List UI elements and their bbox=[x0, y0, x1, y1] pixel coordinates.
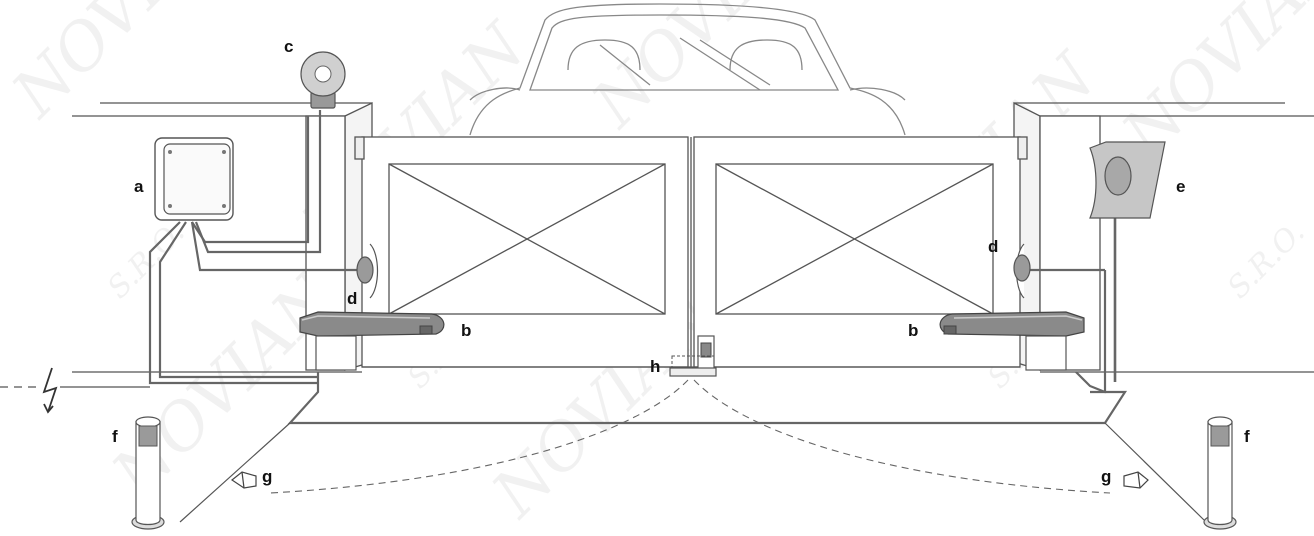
label-a: a bbox=[134, 177, 144, 196]
label-e: e bbox=[1176, 177, 1185, 196]
photocell-right bbox=[1013, 243, 1031, 299]
post-cables bbox=[179, 422, 1205, 523]
watermark-suffix: S.R.O. bbox=[101, 215, 192, 306]
photocell-left bbox=[356, 243, 379, 299]
gate-swing-arcs bbox=[269, 379, 1111, 494]
lightning-icon bbox=[42, 367, 58, 414]
label-b-right: b bbox=[908, 321, 918, 340]
flashing-lamp bbox=[300, 51, 346, 109]
central-stop bbox=[669, 335, 717, 377]
watermark-text: NOVIAN bbox=[0, 0, 251, 133]
key-selector bbox=[1089, 141, 1166, 219]
watermark-text: NOVIAN bbox=[578, 0, 832, 143]
label-f-left: f bbox=[112, 427, 118, 446]
watermark-suffix: S.R.O. bbox=[1221, 215, 1312, 306]
car bbox=[469, 3, 906, 136]
post-photocell-left bbox=[131, 416, 165, 530]
gate-motor-left bbox=[299, 311, 445, 371]
label-h: h bbox=[650, 357, 660, 376]
ground bbox=[72, 366, 1314, 373]
gate-motor-right bbox=[939, 311, 1085, 371]
floor-stop-left bbox=[230, 471, 257, 489]
label-c: c bbox=[284, 37, 293, 56]
label-b-left: b bbox=[461, 321, 471, 340]
post-photocell-right bbox=[1203, 416, 1237, 530]
control-unit bbox=[154, 137, 234, 221]
label-f-right: f bbox=[1244, 427, 1250, 446]
label-g-left: g bbox=[262, 467, 272, 486]
label-d-right: d bbox=[988, 237, 998, 256]
label-g-right: g bbox=[1101, 467, 1111, 486]
ground-trench bbox=[287, 371, 1128, 425]
label-d-left: d bbox=[347, 289, 357, 308]
floor-stop-right bbox=[1123, 471, 1149, 489]
